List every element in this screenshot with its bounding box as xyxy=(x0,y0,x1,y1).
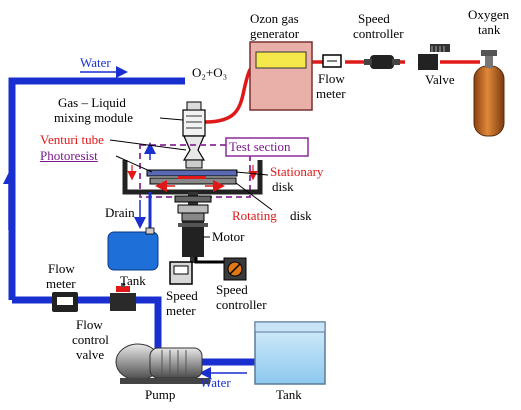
label-o2-o3: O₂+O₃ xyxy=(192,65,228,80)
stationary-disk xyxy=(146,169,238,177)
pump xyxy=(115,343,210,384)
flow-control-valve xyxy=(110,283,136,311)
label-flow-meter-left-2: meter xyxy=(46,276,76,291)
label-pump: Pump xyxy=(145,387,176,402)
label-valve: Valve xyxy=(425,72,455,87)
label-speed-controller-top-1: Speed xyxy=(358,11,390,26)
valve-top xyxy=(418,44,450,70)
label-ozon-gas-generator-2: generator xyxy=(250,26,300,41)
label-speed-controller-top-2: controller xyxy=(353,26,404,41)
label-speed-controller-bottom-2: controller xyxy=(216,297,267,312)
flow-meter-left xyxy=(52,292,78,312)
label-flow-meter-top-1: Flow xyxy=(318,71,345,86)
label-drain: Drain xyxy=(105,205,135,220)
label-stationary-disk-1: Stationary xyxy=(270,164,324,179)
label-flow-meter-left-1: Flow xyxy=(48,261,75,276)
label-water-top: Water xyxy=(80,55,111,70)
label-motor: Motor xyxy=(212,229,245,244)
label-flow-control-valve-1: Flow xyxy=(76,317,103,332)
mixing-module xyxy=(182,101,206,137)
speed-controller-top xyxy=(364,55,400,69)
motor xyxy=(178,221,208,263)
label-test-section: Test section xyxy=(229,139,291,154)
label-flow-control-valve-3: valve xyxy=(76,347,105,362)
tank-right xyxy=(254,321,326,385)
label-tank-left: Tank xyxy=(120,273,146,288)
label-flow-control-valve-2: control xyxy=(72,332,109,347)
label-rotating-disk-word: disk xyxy=(290,208,312,223)
label-oxygen-tank-2: tank xyxy=(478,22,501,37)
venturi-tube xyxy=(182,135,206,169)
label-photoresist: Photoresist xyxy=(40,148,98,163)
ozon-generator xyxy=(249,41,313,111)
speed-meter xyxy=(169,261,193,285)
label-speed-meter-1: Speed xyxy=(166,288,198,303)
label-tank-right: Tank xyxy=(276,387,302,402)
label-stationary-disk-2: disk xyxy=(272,179,294,194)
speed-controller-bottom xyxy=(223,257,247,281)
label-venturi-tube: Venturi tube xyxy=(40,132,104,147)
label-flow-meter-top-2: meter xyxy=(316,86,346,101)
label-water-bottom: Water xyxy=(200,375,231,390)
label-speed-controller-bottom-1: Speed xyxy=(216,282,248,297)
label-speed-meter-2: meter xyxy=(166,303,196,318)
water-pipe xyxy=(8,77,255,366)
test-section-label-box xyxy=(225,137,309,157)
label-gas-liquid-2: mixing module xyxy=(54,110,134,125)
tank-left xyxy=(107,227,159,271)
label-oxygen-tank-1: Oxygen xyxy=(468,7,510,22)
label-ozon-gas-generator-1: Ozon gas xyxy=(250,11,299,26)
leader-lines xyxy=(109,117,273,238)
oxygen-tank xyxy=(473,50,505,137)
label-rotating: Rotating xyxy=(232,208,277,223)
label-gas-liquid-1: Gas – Liquid xyxy=(58,95,126,110)
